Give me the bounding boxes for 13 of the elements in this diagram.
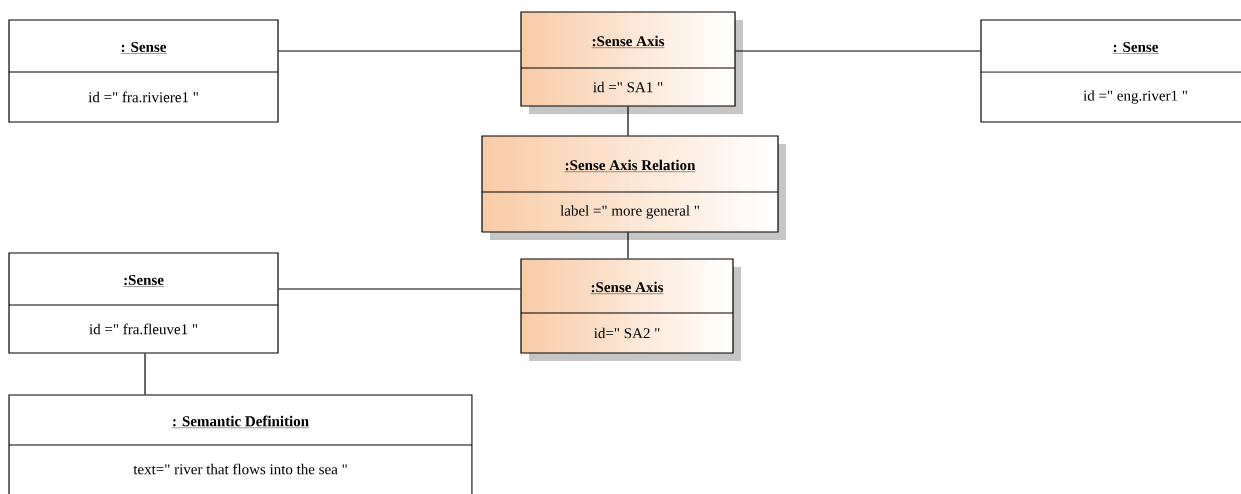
object-box: :Sense Axis id=" SA2 " [520, 258, 734, 354]
connector-line [278, 50, 521, 52]
object-box: : Sense id =" eng.river1 " [980, 19, 1241, 123]
connector-line [735, 50, 981, 52]
object-box: : Semantic Definition text=" river that flows into the sea " [8, 394, 473, 494]
object-box: : Sense id =" fra.riviere1 " [8, 19, 279, 123]
connector-line [144, 353, 146, 395]
object-box: :Sense id =" fra.fleuve1 " [8, 252, 279, 354]
connector-line [627, 106, 629, 136]
connector-line [278, 288, 521, 290]
object-box: :Sense Axis id =" SA1 " [520, 11, 736, 107]
connector-line [627, 232, 629, 259]
object-box: :Sense Axis Relation label =" more general " [481, 135, 779, 233]
